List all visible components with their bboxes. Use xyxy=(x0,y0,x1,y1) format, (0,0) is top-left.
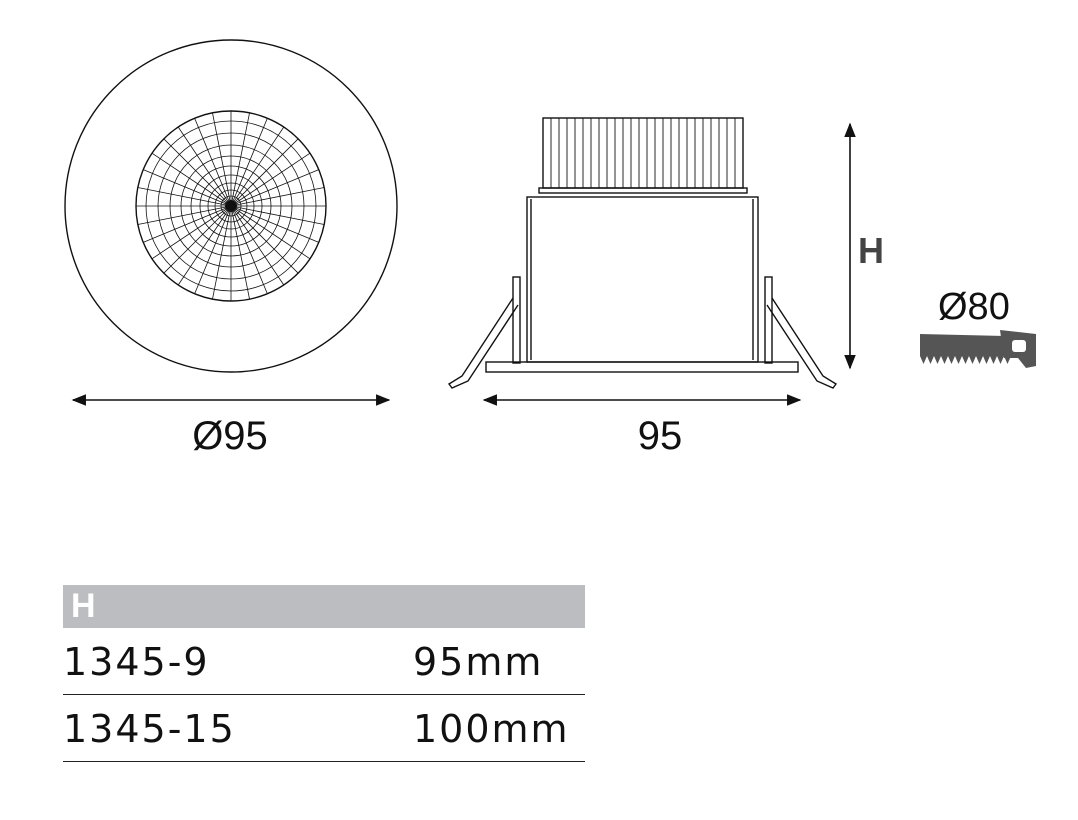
height-spec-table: H 1345-9 95mm 1345-15 100mm xyxy=(63,585,585,762)
outer-rim xyxy=(64,39,398,373)
trim-flange xyxy=(485,361,799,373)
model-cell: 1345-9 xyxy=(63,640,210,684)
width-label: 95 xyxy=(637,414,683,458)
reflector-edge xyxy=(135,110,327,302)
right-clip-post xyxy=(764,276,773,364)
reflector-grid xyxy=(136,111,326,301)
table-row: 1345-9 95mm xyxy=(63,628,585,695)
height-value-cell: 95mm xyxy=(413,640,544,684)
table-header-label: H xyxy=(71,587,96,625)
cutout-label: Ø80 xyxy=(938,286,1010,328)
height-value-cell: 100mm xyxy=(413,707,570,751)
left-spring-clip xyxy=(447,297,519,389)
right-spring-clip xyxy=(766,297,838,389)
diameter-label: Ø95 xyxy=(192,414,268,458)
side-view xyxy=(447,117,838,389)
table-row: 1345-15 100mm xyxy=(63,695,585,762)
table-header: H xyxy=(63,585,585,628)
heatsink-fins xyxy=(550,118,736,188)
led-center xyxy=(225,200,237,212)
model-cell: 1345-15 xyxy=(63,707,236,751)
top-view xyxy=(64,39,398,373)
housing-body xyxy=(526,196,759,363)
height-label: H xyxy=(858,230,884,271)
saw-icon xyxy=(920,330,1036,368)
left-clip-post xyxy=(512,276,521,364)
